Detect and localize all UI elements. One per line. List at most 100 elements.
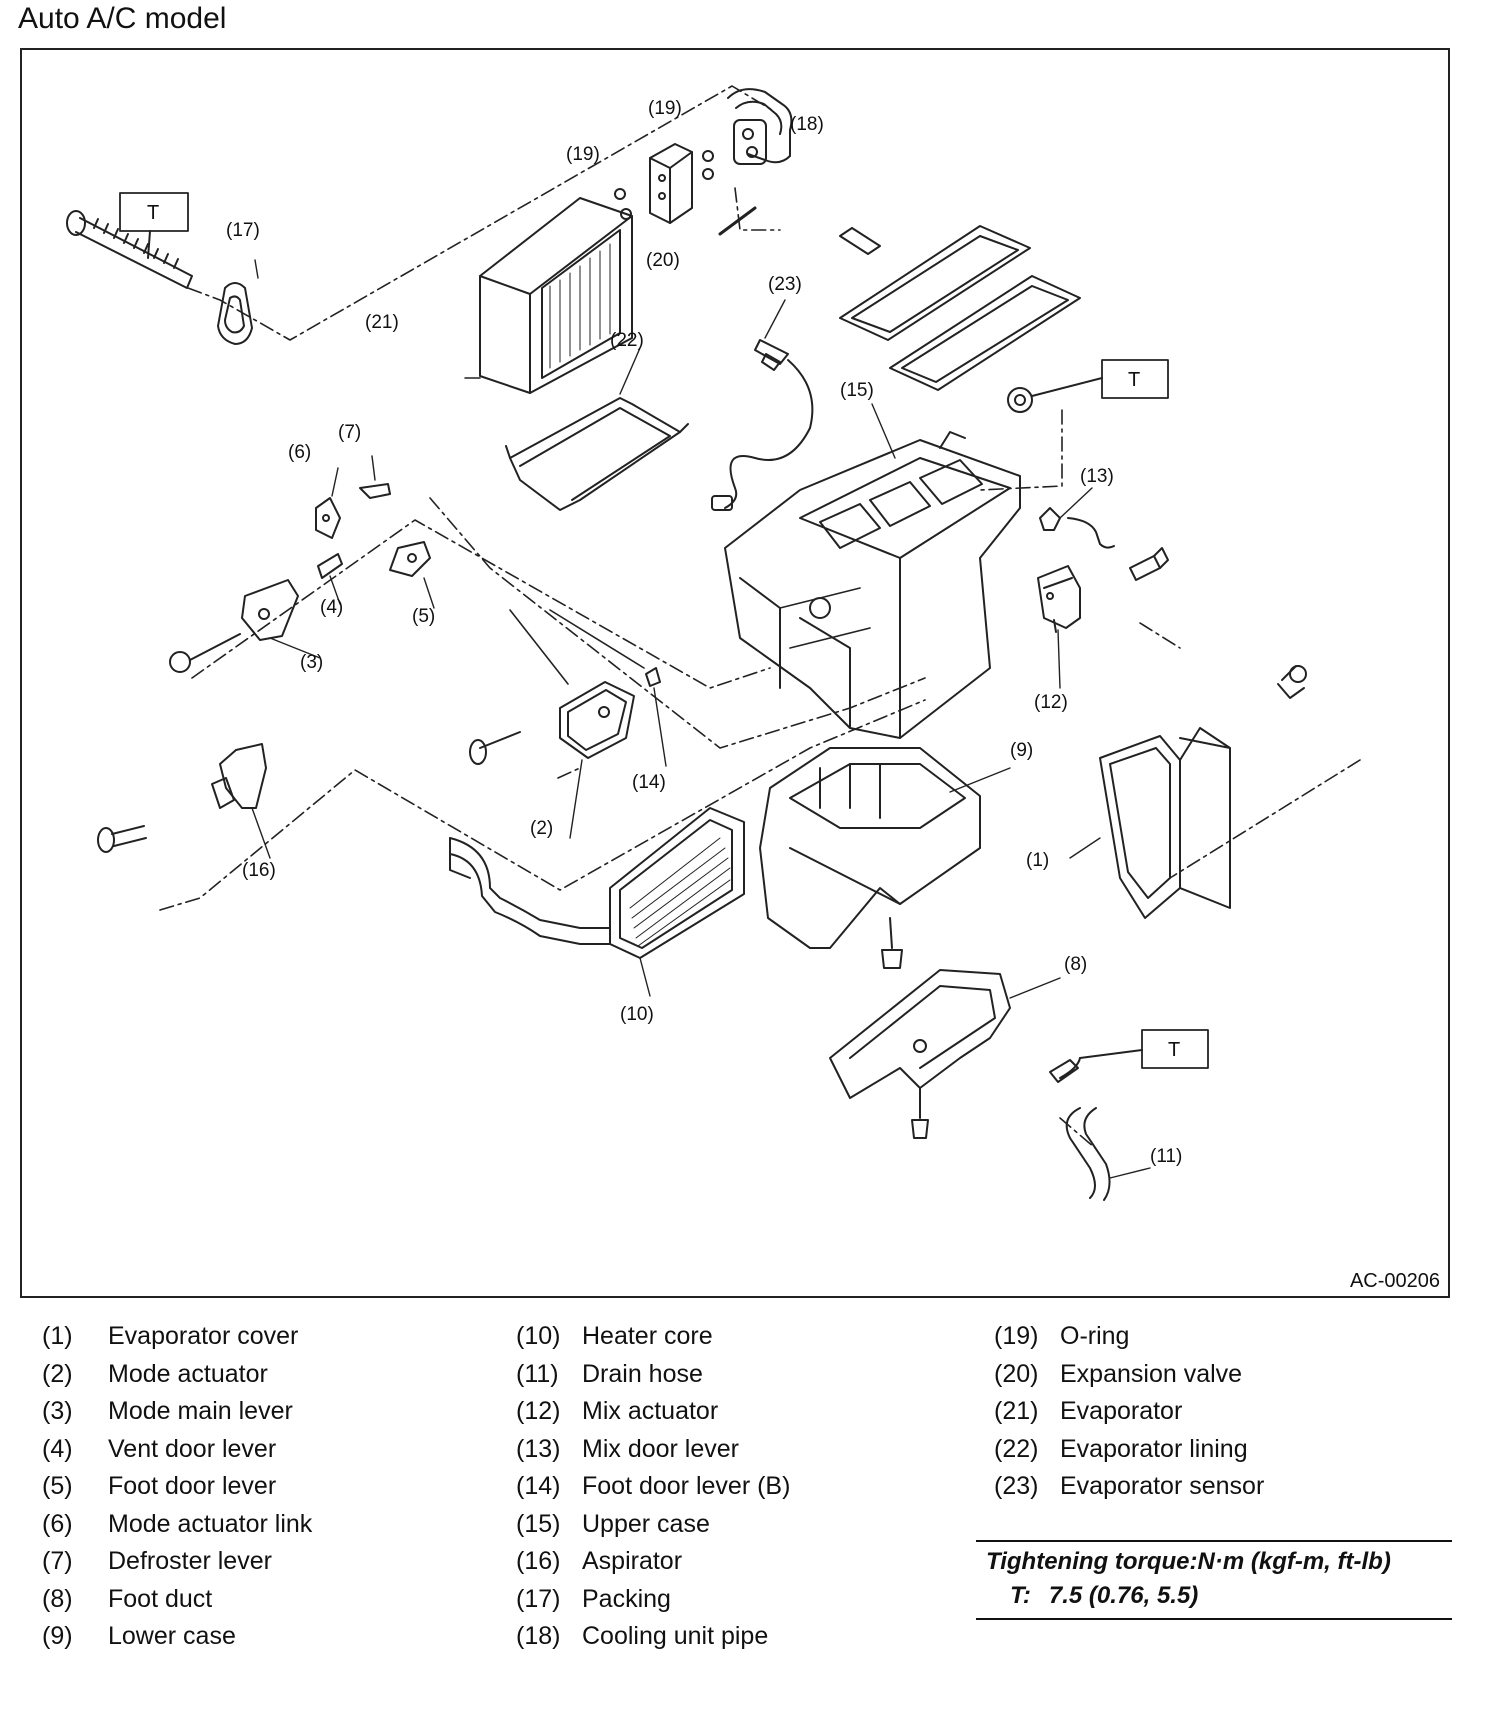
- legend-number: (12): [516, 1397, 561, 1426]
- callout-16: (16): [242, 860, 276, 881]
- legend-part-name: Foot door lever (B): [582, 1472, 791, 1501]
- torque-value: 7.5 (0.76, 5.5): [1048, 1582, 1199, 1609]
- legend-item: (8)Foot duct: [42, 1581, 312, 1619]
- callout-21: (21): [365, 312, 399, 333]
- assembly-lines: [159, 85, 1361, 1149]
- legend-number: (21): [994, 1397, 1039, 1426]
- evaporator-sensor-part: [711, 299, 814, 511]
- legend-part-name: Evaporator: [1060, 1397, 1183, 1426]
- legend-part-name: Cooling unit pipe: [582, 1622, 769, 1651]
- legend-item: (13) Mix door lever: [516, 1431, 790, 1469]
- legend-number: (18): [516, 1622, 561, 1651]
- legend-item: (10) Heater core: [516, 1318, 790, 1356]
- mode-actuator-part: [469, 609, 645, 839]
- callout-19b: (19): [566, 144, 600, 165]
- torque-spec-row: T: 7.5 (0.76, 5.5): [976, 1578, 1452, 1618]
- legend-item: (20)Expansion valve: [994, 1356, 1264, 1394]
- legend-number: (8): [42, 1584, 73, 1613]
- legend-item: (9) Lower case: [42, 1618, 312, 1656]
- mode-actuator-link-part: [315, 467, 341, 539]
- mix-door-lever-part: [1039, 487, 1115, 549]
- exploded-diagram: (1) (2) (3) (4) (5) (6) (7) (8) (9) (10)…: [66, 85, 1361, 1201]
- callout-2: (2): [530, 818, 553, 839]
- callout-1: (1): [1026, 850, 1049, 871]
- evaporator-part: [464, 197, 633, 394]
- torque-tag-1: T: [147, 202, 159, 224]
- torque-tag-box-2: [1101, 359, 1169, 399]
- legend-column-2: (10) Heater core (11) Drain hose (12) Mix act…: [516, 1318, 790, 1656]
- callout-13: (13): [1080, 466, 1114, 487]
- upper-case-part: [724, 403, 1021, 739]
- legend-number: (14): [516, 1472, 561, 1501]
- legend-number: (3): [42, 1397, 73, 1426]
- legend-number: (23): [994, 1472, 1039, 1501]
- legend-number: (16): [516, 1547, 561, 1576]
- legend-number: (22): [994, 1434, 1039, 1463]
- legend-item: (15)Upper case: [516, 1506, 790, 1544]
- callout-3: (3): [300, 652, 323, 673]
- torque-symbol: T:: [1010, 1582, 1031, 1609]
- legend-part-name: Mix door lever: [582, 1434, 739, 1463]
- callout-14: (14): [632, 772, 666, 793]
- evaporator-lining-part: [505, 347, 689, 511]
- callout-7: (7): [338, 422, 361, 443]
- legend-item: (12) Mix actuator: [516, 1393, 790, 1431]
- torque-tag-2: T: [1128, 369, 1140, 391]
- legend-part-name: Mode main lever: [108, 1397, 293, 1426]
- defroster-lever-part: [359, 455, 391, 499]
- legend-number: (5): [42, 1472, 73, 1501]
- nut-part: [1007, 359, 1169, 413]
- legend-item: (17)Packing: [516, 1581, 790, 1619]
- callout-15: (15): [840, 380, 874, 401]
- foot-door-lever-b-part: [645, 667, 667, 767]
- evaporator-cover-part: [1069, 665, 1307, 919]
- legend-item: (5)Foot door lever: [42, 1468, 312, 1506]
- callout-5: (5): [412, 606, 435, 627]
- legend-part-name: Aspirator: [582, 1547, 683, 1576]
- legend-number: (11): [516, 1359, 559, 1388]
- vent-door-lever-part: [317, 553, 343, 605]
- expansion-valve-part: [649, 143, 757, 236]
- legend-item: (11) Drain hose: [516, 1356, 790, 1394]
- foot-duct-part: [829, 969, 1209, 1139]
- callout-12: (12): [1034, 692, 1068, 713]
- legend-number: (9): [42, 1622, 73, 1651]
- legend-item: (1)Evaporator cover: [42, 1318, 312, 1356]
- legend-item: (19)O-ring: [994, 1318, 1264, 1356]
- legend-number: (2): [42, 1359, 73, 1388]
- o-rings-part: [614, 150, 714, 220]
- legend-part-name: Drain hose: [582, 1359, 703, 1388]
- legend-part-name: Heater core: [582, 1322, 713, 1351]
- legend-number: (7): [42, 1547, 73, 1576]
- legend-part-name: Mix actuator: [582, 1397, 719, 1426]
- legend-item: (6)Mode actuator link: [42, 1506, 312, 1544]
- legend-part-name: Evaporator sensor: [1060, 1472, 1265, 1501]
- diagram-frame: [20, 48, 1450, 1298]
- callout-6: (6): [288, 442, 311, 463]
- callout-23: (23): [768, 274, 802, 295]
- callout-17: (17): [226, 220, 260, 241]
- legend-item: (4)Vent door lever: [42, 1431, 312, 1469]
- legend-number: (1): [42, 1322, 73, 1351]
- legend-item: (21) Evaporator: [994, 1393, 1264, 1431]
- legend-part-name: Defroster lever: [108, 1547, 272, 1576]
- legend-part-name: Expansion valve: [1060, 1359, 1243, 1388]
- legend-number: (10): [516, 1322, 561, 1351]
- mode-main-lever-part: [169, 579, 321, 673]
- legend-item: (2) Mode actuator: [42, 1356, 312, 1394]
- legend-part-name: Mode actuator: [108, 1359, 268, 1388]
- legend-item: (22)Evaporator lining: [994, 1431, 1264, 1469]
- legend-item: (23) Evaporator sensor: [994, 1468, 1264, 1506]
- filter-part: [839, 225, 1081, 391]
- legend-number: (13): [516, 1434, 561, 1463]
- torque-spec-box: Tightening torque:N·m (kgf-m, ft-lb) T:7…: [976, 1540, 1452, 1620]
- page-title: Auto A/C model: [18, 2, 227, 35]
- callout-18: (18): [790, 114, 824, 135]
- legend-part-name: Packing: [582, 1584, 671, 1613]
- callout-11: (11): [1150, 1146, 1182, 1167]
- drain-hose-part: [1065, 1107, 1151, 1201]
- figure-id: AC-00206: [1349, 1270, 1440, 1292]
- legend-part-name: Lower case: [108, 1622, 236, 1651]
- torque-tag-3: T: [1168, 1039, 1180, 1061]
- evaporator-bolt: [66, 192, 193, 289]
